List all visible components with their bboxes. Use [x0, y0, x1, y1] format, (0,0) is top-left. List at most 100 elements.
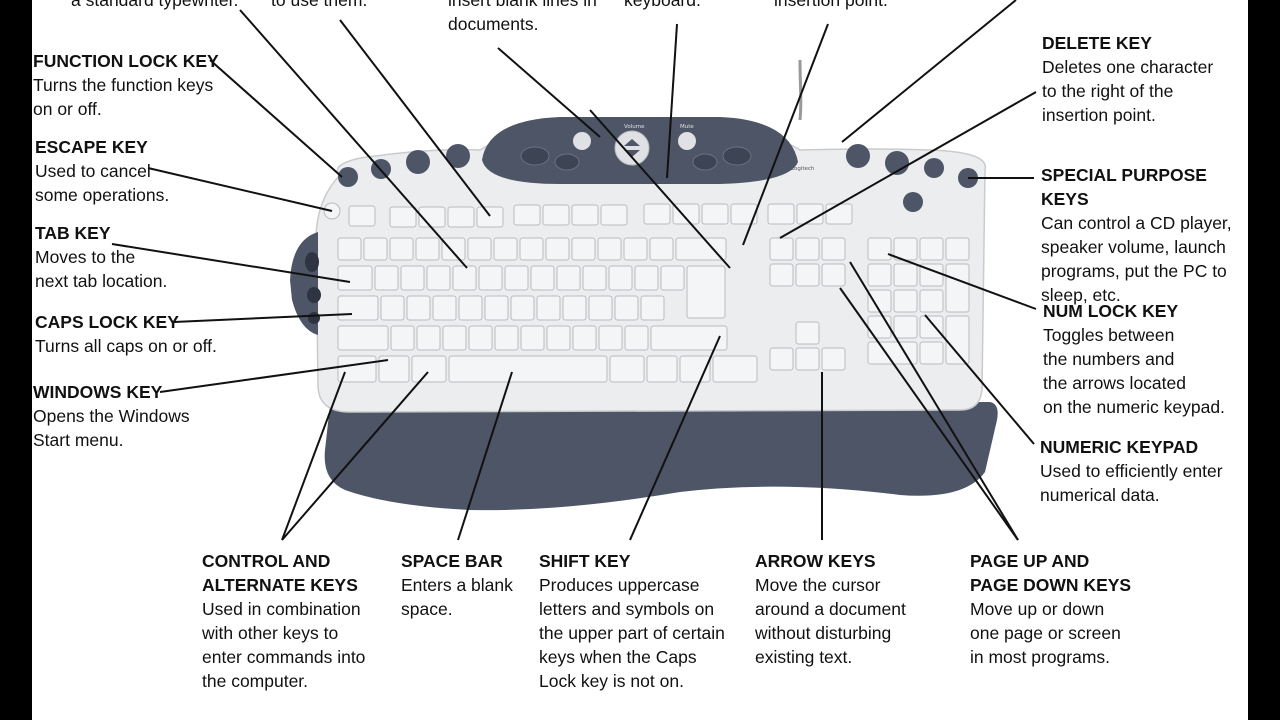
key-letter-row-1[interactable]: [504, 265, 529, 291]
key-ctrl-right[interactable]: [712, 355, 758, 383]
key-number-row[interactable]: [467, 237, 492, 261]
key-fn-10[interactable]: [672, 203, 700, 225]
key-number-row[interactable]: [649, 237, 674, 261]
key-number-row[interactable]: [389, 237, 414, 261]
my-home-button[interactable]: [903, 192, 923, 212]
key-number-row[interactable]: [597, 237, 622, 261]
key-alt-left[interactable]: [411, 355, 447, 383]
key-numpad[interactable]: [893, 289, 918, 313]
key-letter-row-3[interactable]: [546, 325, 571, 351]
key-number-row[interactable]: [363, 237, 388, 261]
key-number-row[interactable]: [493, 237, 518, 261]
key-letter-row-2[interactable]: [458, 295, 483, 321]
key-alt-right[interactable]: [609, 355, 645, 383]
key-number-row[interactable]: [415, 237, 440, 261]
key-letter-row-1[interactable]: [660, 265, 685, 291]
mail-button[interactable]: [924, 158, 944, 178]
key-letter-row-1[interactable]: [634, 265, 659, 291]
key-shift-right[interactable]: [650, 325, 728, 351]
key-fn-12[interactable]: [730, 203, 758, 225]
play-button[interactable]: [554, 153, 580, 171]
side-button-2[interactable]: [307, 287, 321, 303]
key-end[interactable]: [795, 263, 820, 287]
key-numpad[interactable]: [919, 341, 944, 365]
key-letter-row-1[interactable]: [400, 265, 425, 291]
key-fn-6[interactable]: [542, 204, 570, 226]
volume-button[interactable]: [614, 130, 650, 166]
key-numpad[interactable]: [893, 263, 918, 287]
key-tab[interactable]: [337, 265, 373, 291]
key-letter-row-1[interactable]: [374, 265, 399, 291]
key-arrow-left[interactable]: [769, 347, 794, 371]
key-number-row[interactable]: [623, 237, 648, 261]
key-letter-row-3[interactable]: [442, 325, 467, 351]
key-caps-lock[interactable]: [337, 295, 379, 321]
key-number-row[interactable]: [545, 237, 570, 261]
key-arrow-down[interactable]: [795, 347, 820, 371]
key-numpad[interactable]: [919, 315, 944, 339]
key-numpad[interactable]: [867, 237, 892, 261]
key-delete[interactable]: [769, 263, 794, 287]
key-fn-4[interactable]: [476, 206, 504, 228]
mute-button[interactable]: [678, 132, 696, 150]
key-windows-left[interactable]: [378, 355, 410, 383]
key-shift-left[interactable]: [337, 325, 389, 351]
key-letter-row-3[interactable]: [624, 325, 649, 351]
key-numpad[interactable]: [867, 315, 892, 339]
key-letter-row-2[interactable]: [406, 295, 431, 321]
key-letter-row-2[interactable]: [536, 295, 561, 321]
key-number-row[interactable]: [441, 237, 466, 261]
im-button[interactable]: [446, 144, 470, 168]
next-track-button[interactable]: [692, 153, 718, 171]
key-letter-row-2[interactable]: [640, 295, 665, 321]
key-page-up[interactable]: [821, 237, 846, 261]
key-fn-7[interactable]: [571, 204, 599, 226]
key-numpad[interactable]: [945, 263, 970, 313]
side-button-3[interactable]: [308, 312, 320, 324]
key-backspace[interactable]: [675, 237, 727, 261]
key-letter-row-3[interactable]: [468, 325, 493, 351]
key-letter-row-3[interactable]: [572, 325, 597, 351]
key-numpad[interactable]: [945, 237, 970, 261]
key-letter-row-2[interactable]: [614, 295, 639, 321]
key-numpad[interactable]: [867, 289, 892, 313]
key-letter-row-2[interactable]: [562, 295, 587, 321]
f-lock-button[interactable]: [338, 167, 358, 187]
key-letter-row-1[interactable]: [556, 265, 581, 291]
key-fn-5[interactable]: [513, 204, 541, 226]
side-button-1[interactable]: [305, 252, 319, 272]
key-numpad[interactable]: [867, 263, 892, 287]
key-letter-row-2[interactable]: [432, 295, 457, 321]
key-letter-row-1[interactable]: [582, 265, 607, 291]
key-letter-row-1[interactable]: [530, 265, 555, 291]
key-print-screen[interactable]: [767, 203, 795, 225]
key-letter-row-1[interactable]: [608, 265, 633, 291]
key-arrow-right[interactable]: [821, 347, 846, 371]
key-letter-row-3[interactable]: [416, 325, 441, 351]
key-page-down[interactable]: [821, 263, 846, 287]
key-space-bar[interactable]: [448, 355, 608, 383]
key-fn-9[interactable]: [643, 203, 671, 225]
key-number-row[interactable]: [519, 237, 544, 261]
key-letter-row-2[interactable]: [588, 295, 613, 321]
key-arrow-up[interactable]: [795, 321, 820, 345]
key-home[interactable]: [795, 237, 820, 261]
key-letter-row-1[interactable]: [452, 265, 477, 291]
key-windows-right[interactable]: [646, 355, 678, 383]
key-number-row[interactable]: [571, 237, 596, 261]
key-fn-row-1[interactable]: [348, 205, 376, 227]
key-insert[interactable]: [769, 237, 794, 261]
key-fn-11[interactable]: [701, 203, 729, 225]
stop-button[interactable]: [722, 146, 752, 166]
key-numpad[interactable]: [919, 289, 944, 313]
key-letter-row-1[interactable]: [426, 265, 451, 291]
prev-track-button[interactable]: [520, 146, 550, 166]
key-letter-row-3[interactable]: [598, 325, 623, 351]
hotkey-1[interactable]: [846, 144, 870, 168]
key-fn-8[interactable]: [600, 204, 628, 226]
key-letter-row-1[interactable]: [478, 265, 503, 291]
key-fn-3[interactable]: [447, 206, 475, 228]
key-number-row[interactable]: [337, 237, 362, 261]
key-letter-row-3[interactable]: [520, 325, 545, 351]
media-button[interactable]: [573, 132, 591, 150]
